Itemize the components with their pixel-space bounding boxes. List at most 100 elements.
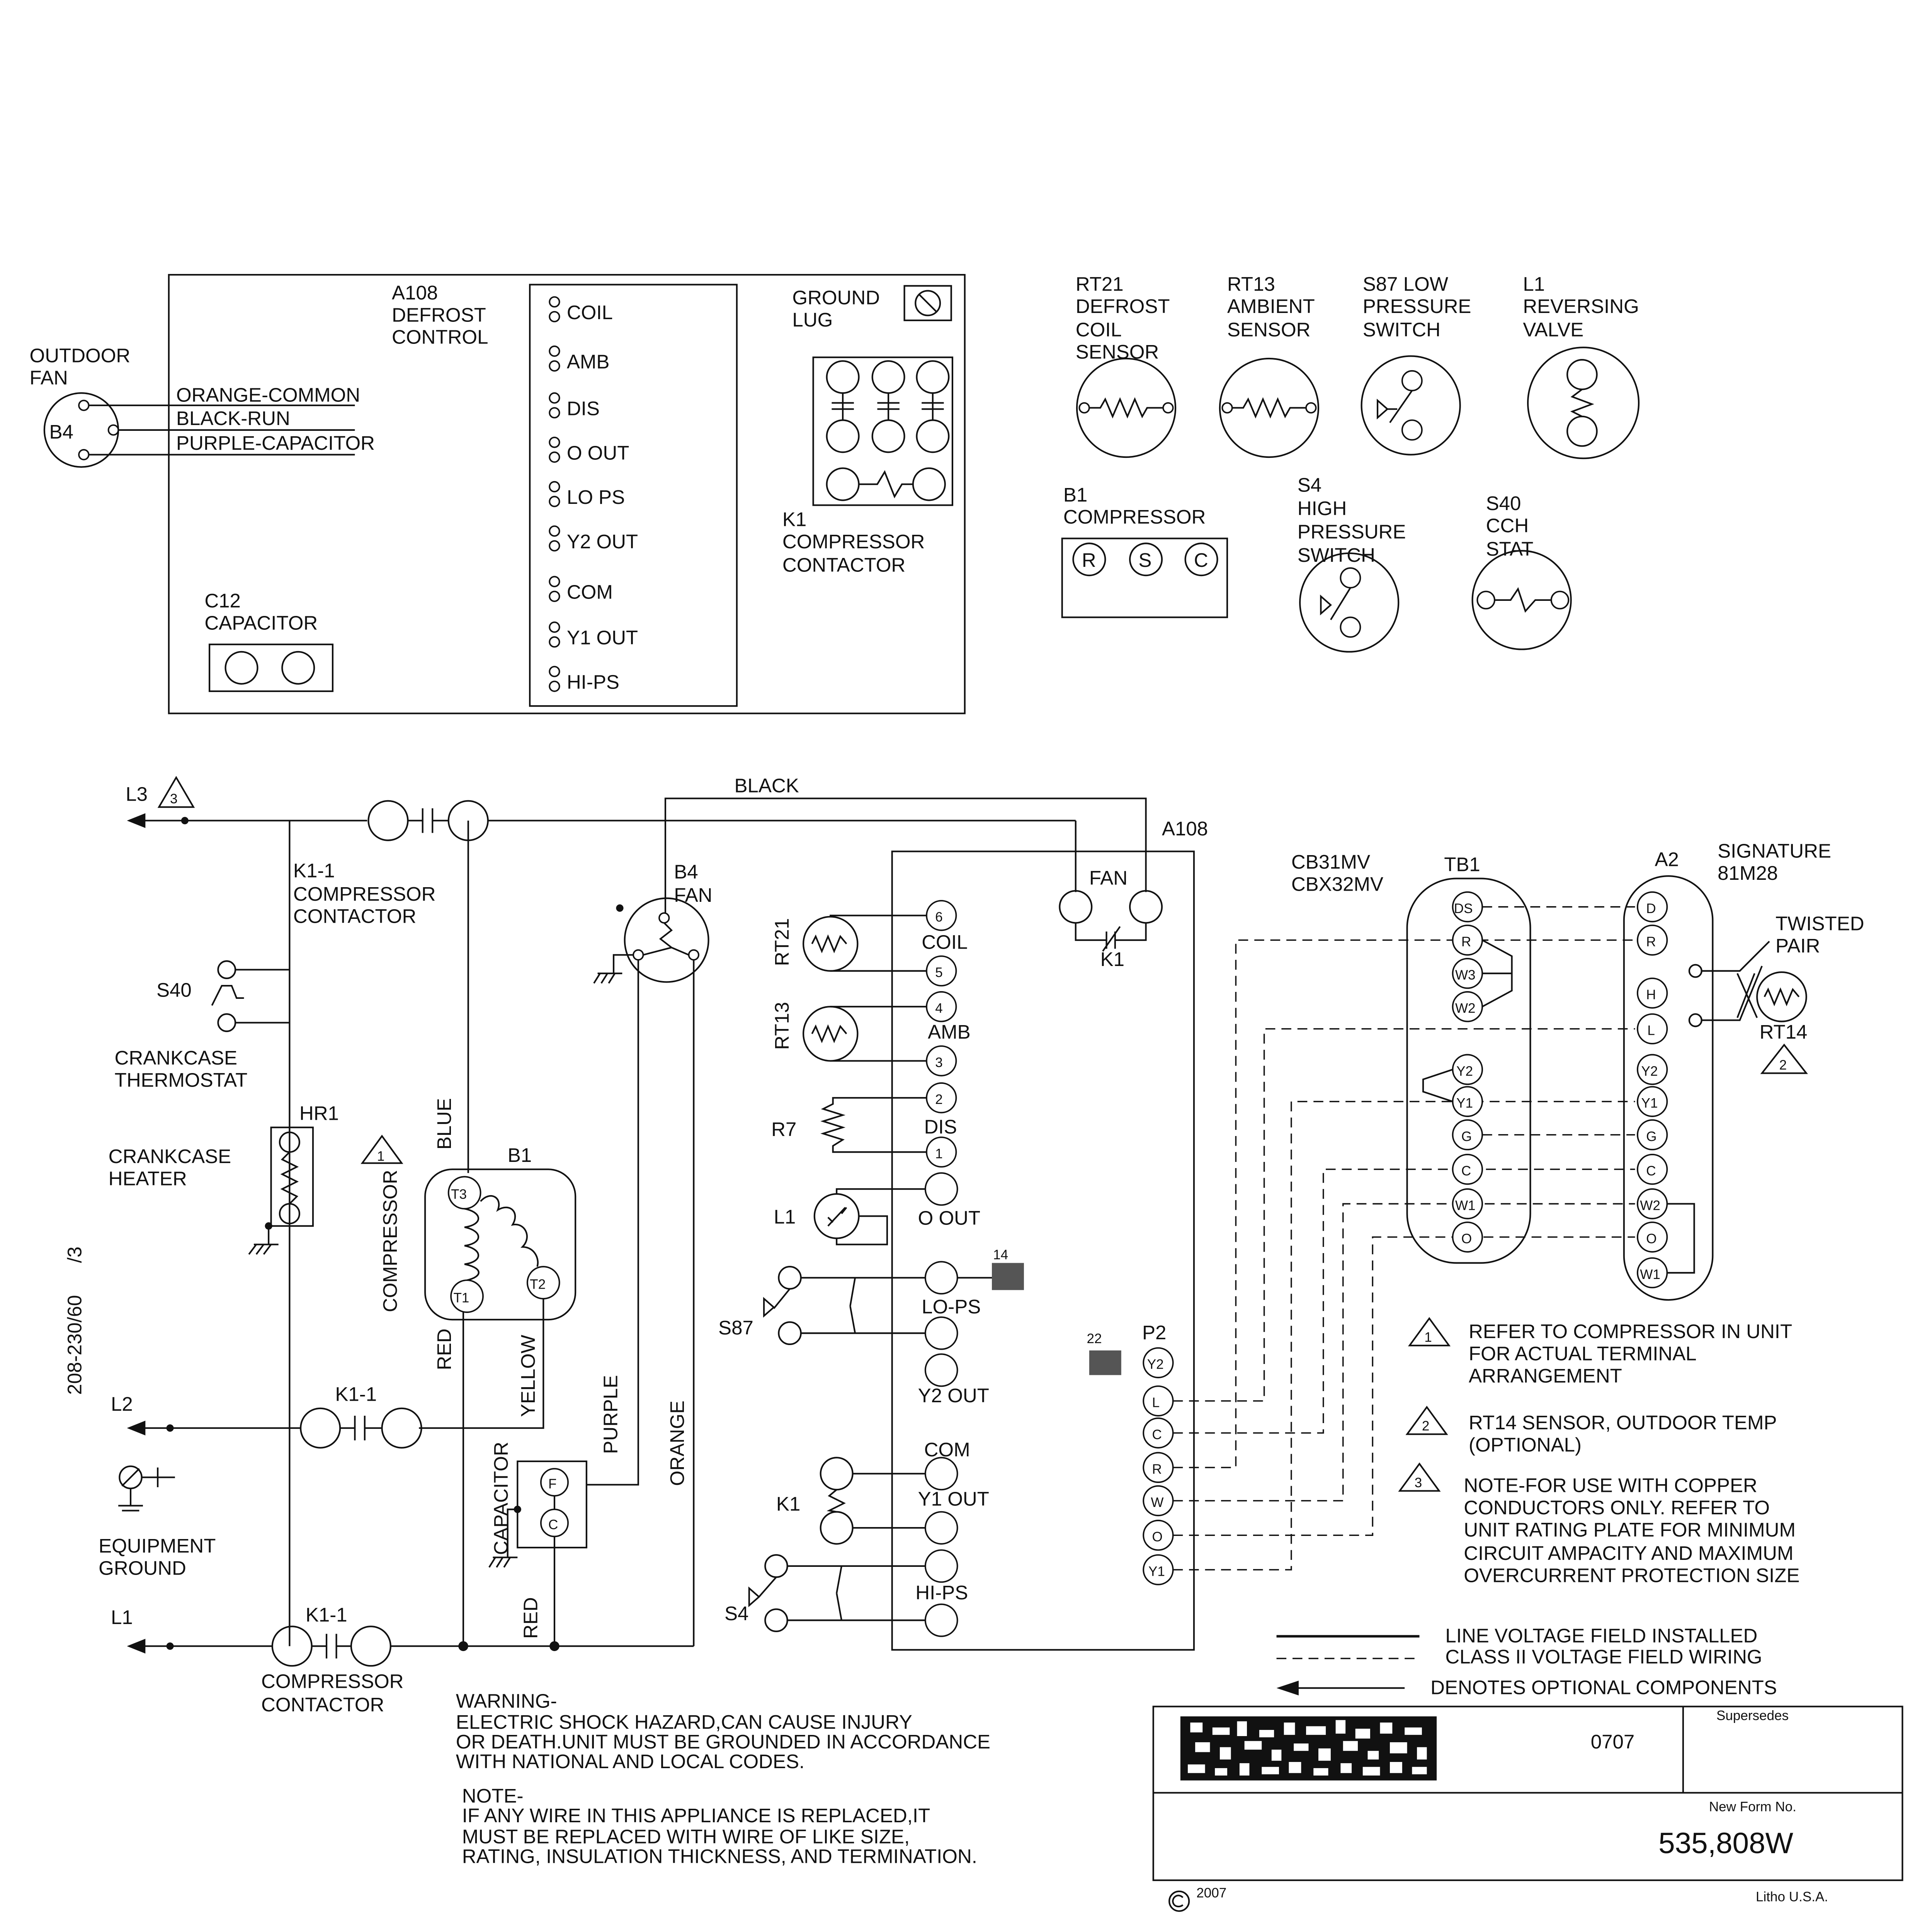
twisted-pair-label: TWISTED: [1776, 913, 1864, 935]
capacitor-schematic-symbol: [517, 1460, 587, 1549]
capacitor-label: C12: [204, 590, 241, 612]
compressor-legend-symbol: [1061, 537, 1228, 618]
l1-label: L1: [111, 1606, 133, 1628]
tb1-terminal-label: Y2: [1456, 1064, 1473, 1079]
tb1-terminal-label: C: [1461, 1163, 1471, 1179]
s4-switch-symbol: [1299, 552, 1400, 653]
pin-number: 4: [935, 1001, 943, 1016]
a2-terminal-label: Y2: [1641, 1064, 1658, 1079]
defrost-terminal-label: DIS: [567, 398, 600, 420]
triangle-number: 3: [170, 791, 178, 806]
board-label: AMB: [928, 1021, 971, 1043]
hr1-label: HR1: [299, 1102, 339, 1124]
note3-triangle: [157, 776, 195, 808]
pin-number: 3: [935, 1055, 943, 1070]
fan-wire-label: PURPLE-CAPACITOR: [176, 432, 375, 454]
defrost-terminal-label: Y1 OUT: [567, 627, 638, 649]
tag-14-label: 14: [993, 1247, 1008, 1262]
a2-terminal-label: D: [1646, 901, 1656, 916]
rt21-label: DEFROST: [1076, 295, 1170, 317]
b4-fan-label: FAN: [674, 884, 712, 906]
tb1-terminal-strip: [1406, 878, 1531, 1264]
warning-text: WITH NATIONAL AND LOCAL CODES.: [456, 1750, 804, 1772]
a2-terminal-label: C: [1646, 1163, 1656, 1179]
a2-terminal-label: R: [1646, 934, 1656, 949]
s40-stat-symbol: [1471, 550, 1572, 650]
ground-lug-label: GROUND: [792, 287, 880, 309]
crankcase-thermostat-label: CRANKCASE: [115, 1047, 238, 1069]
barcode-graphic: [1180, 1716, 1437, 1781]
capacitor-symbol: [209, 643, 334, 692]
pin-number: 1: [935, 1146, 943, 1161]
legend-frame: [168, 274, 966, 714]
compressor-contactor-bottom-label: COMPRESSOR: [261, 1670, 404, 1692]
a2-terminal-label: W2: [1640, 1198, 1660, 1213]
title-block: 0707 Supersedes New Form No. 535,808W 20…: [1152, 1706, 1903, 1912]
fan-motor-schematic: [624, 897, 709, 983]
copyright-year: 2007: [1196, 1886, 1226, 1901]
compressor-symbol: [424, 1168, 577, 1321]
rt21-sensor-symbol: [1076, 357, 1177, 458]
s4-label: HIGH: [1298, 497, 1347, 519]
crankcase-heater-symbol: [270, 1126, 314, 1227]
board-label: COM: [924, 1439, 970, 1461]
p2-terminal-label: Y1: [1148, 1564, 1165, 1579]
defrost-terminal-label: Y2 OUT: [567, 531, 638, 553]
s4-label: PRESSURE: [1298, 520, 1406, 543]
a2-terminal-label: O: [1646, 1231, 1656, 1246]
motor-terminal-label: T1: [453, 1291, 469, 1306]
p2-terminal-label: O: [1152, 1529, 1163, 1544]
p2-terminal-label: L: [1152, 1395, 1160, 1410]
a2-terminal-label: H: [1646, 987, 1656, 1002]
r7-label: R7: [771, 1118, 796, 1140]
tb1-terminal-label: Y1: [1456, 1096, 1473, 1111]
p2-terminal-label: R: [1152, 1462, 1162, 1477]
s40-label: STAT: [1486, 538, 1534, 560]
warning-text: WARNING-: [456, 1690, 557, 1712]
triangle-number: 1: [1424, 1330, 1432, 1345]
defrost-terminal-label: LO PS: [567, 486, 625, 508]
k1-1-bottom-label: K1-1: [306, 1604, 347, 1626]
p2-terminal-label: W: [1151, 1495, 1163, 1510]
tb1-terminal-label: W1: [1455, 1198, 1476, 1213]
contactor-symbol: [812, 356, 953, 506]
defrost-terminal-label: AMB: [567, 350, 610, 372]
rt13-label: AMBIENT: [1227, 295, 1315, 317]
tb1-terminal-label: G: [1461, 1129, 1472, 1144]
k1-1-top-label: CONTACTOR: [293, 905, 416, 927]
note3-text: UNIT RATING PLATE FOR MINIMUM: [1464, 1519, 1796, 1541]
cap-terminal-label: F: [548, 1476, 556, 1492]
crankcase-thermostat-label: THERMOSTAT: [115, 1069, 248, 1091]
legend-panel: OUTDOOR FAN B4 ORANGE-COMMON BLACK-RUN P…: [30, 274, 966, 714]
p2-terminal-label: Y2: [1147, 1357, 1164, 1372]
blue-wire-label: BLUE: [433, 1098, 455, 1150]
a2-terminal-label: G: [1646, 1129, 1656, 1144]
orange-wire-label: ORANGE: [666, 1401, 688, 1486]
purple-wire-label: PURPLE: [600, 1375, 622, 1454]
note1-text: FOR ACTUAL TERMINAL: [1469, 1342, 1697, 1364]
defrost-terminal-label: O OUT: [567, 442, 629, 464]
s87-label: SWITCH: [1363, 319, 1440, 341]
triangle-number: 1: [377, 1149, 385, 1164]
defrost-terminal-label: COM: [567, 581, 613, 603]
triangle-number: 3: [1415, 1475, 1422, 1490]
b4-fan-label: B4: [674, 861, 698, 883]
equipment-ground-label: EQUIPMENT: [99, 1535, 216, 1557]
warning-text: OR DEATH.UNIT MUST BE GROUNDED IN ACCORD…: [456, 1731, 990, 1753]
a2-terminal-label: Y1: [1641, 1096, 1658, 1111]
tb1-terminal-label: W2: [1455, 1001, 1476, 1016]
red-wire-label: RED: [433, 1328, 455, 1370]
defrost-control-label: CONTROL: [392, 326, 488, 348]
reversing-valve-symbol: [1527, 347, 1640, 459]
a108-label: A108: [1162, 818, 1208, 840]
motor-terminal-label: T2: [530, 1277, 546, 1292]
yellow-wire-label: YELLOW: [517, 1335, 539, 1417]
s87-switch-symbol: [1361, 355, 1461, 456]
copyright-icon: [1168, 1890, 1190, 1912]
note2-text: RT14 SENSOR, OUTDOOR TEMP: [1469, 1412, 1777, 1434]
pin-22-block: [1089, 1350, 1121, 1375]
form-number: 535,808W: [1658, 1827, 1793, 1860]
tag-22-label: 22: [1087, 1331, 1102, 1346]
tb1-terminal-label: R: [1461, 934, 1471, 949]
